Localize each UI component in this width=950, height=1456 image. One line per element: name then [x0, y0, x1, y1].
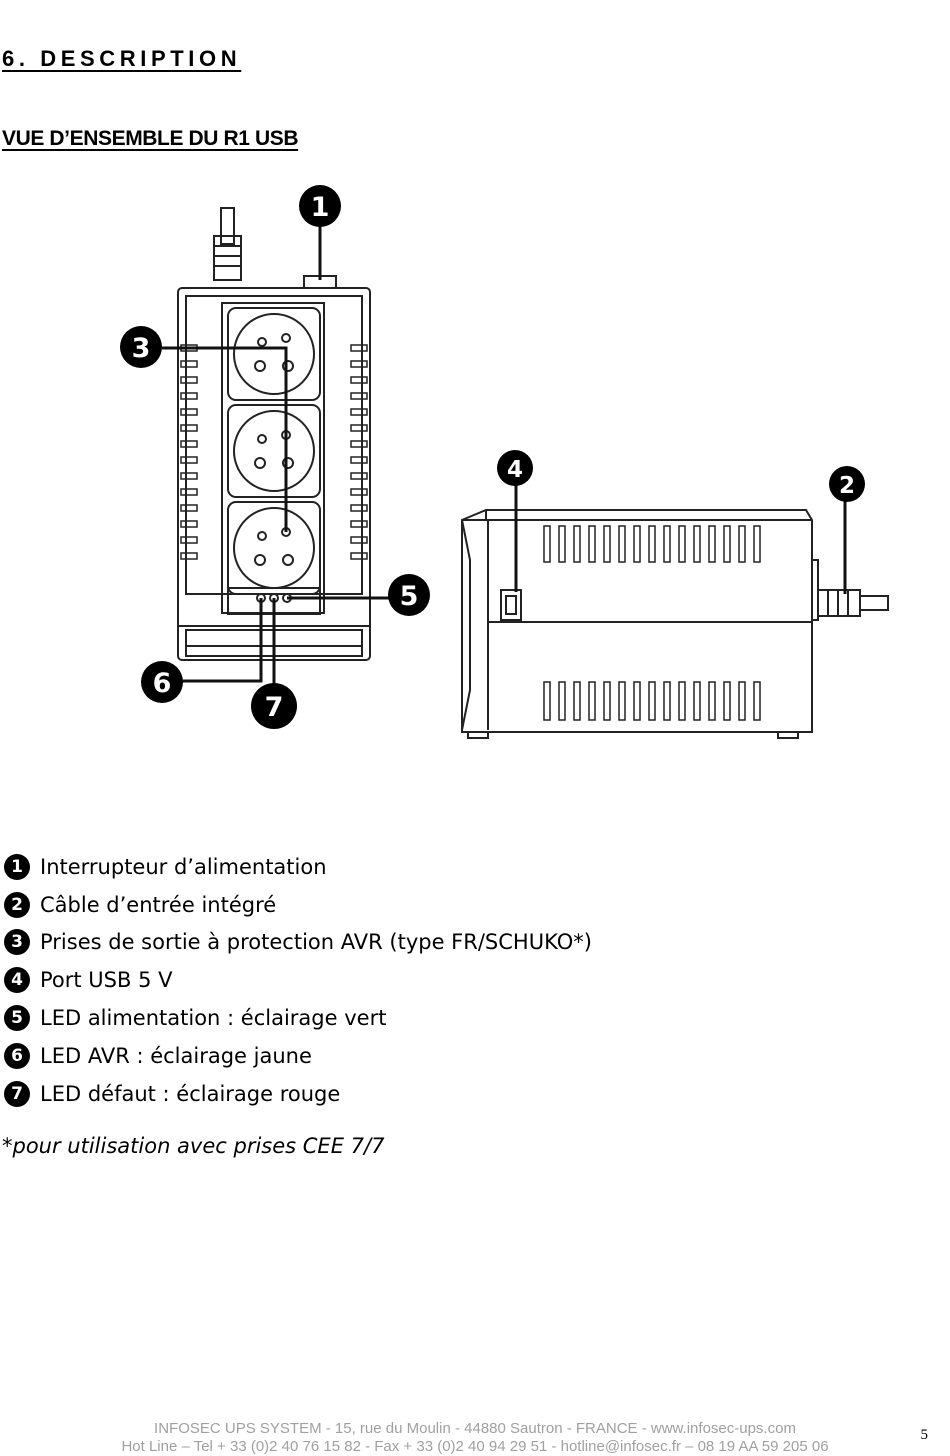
outlet-2 [227, 404, 321, 498]
footnote: *pour utilisation avec prises CEE 7/7 [2, 1134, 385, 1158]
callout-3 [120, 326, 162, 368]
legend-text: Câble d’entrée intégré [40, 892, 277, 917]
legend-number: 5 [4, 1005, 30, 1032]
legend-number: 7 [4, 1080, 30, 1107]
legend-text: LED défaut : éclairage rouge [40, 1081, 341, 1106]
callout-3-label: 3 [132, 333, 151, 364]
device-illustration: 1 2 3 4 5 6 7 [120, 185, 889, 739]
callout-4 [497, 450, 533, 486]
side-vents-bottom [543, 681, 761, 721]
legend-number: 3 [4, 929, 30, 956]
legend-item: 7 LED défaut : éclairage rouge [4, 1075, 592, 1113]
callout-1-label: 1 [311, 192, 330, 223]
section-title: 6. DESCRIPTION [2, 46, 242, 71]
legend-item: 1 Interrupteur d’alimentation [4, 848, 592, 886]
callout-5-label: 5 [400, 581, 419, 612]
legend-item: 4 Port USB 5 V [4, 961, 592, 999]
legend-item: 5 LED alimentation : éclairage vert [4, 999, 592, 1037]
footer-address: INFOSEC UPS SYSTEM - 15, rue du Moulin -… [154, 1420, 796, 1437]
side-vents-top [543, 525, 761, 563]
front-vents-right [350, 344, 368, 560]
side-view [461, 509, 889, 739]
callout-2-label: 2 [839, 473, 855, 499]
legend-number: 4 [4, 967, 30, 994]
callout-6 [141, 661, 183, 703]
legend-text: Port USB 5 V [40, 968, 173, 993]
page-number: 5 [920, 1427, 929, 1443]
callout-5 [388, 574, 430, 616]
callout-6-label: 6 [153, 668, 172, 699]
footer-contact: Hot Line – Tel + 33 (0)2 40 76 15 82 - F… [121, 1438, 829, 1455]
leader-lines [162, 222, 847, 690]
legend-text: LED AVR : éclairage jaune [40, 1043, 312, 1068]
subsection-title: VUE D’ENSEMBLE DU R1 USB [2, 127, 299, 150]
legend-number: 1 [4, 853, 30, 880]
callout-4-label: 4 [507, 457, 523, 483]
front-view [177, 207, 371, 661]
callout-1 [299, 185, 341, 227]
outlet-3 [227, 501, 321, 595]
legend-item: 6 LED AVR : éclairage jaune [4, 1037, 592, 1075]
outlet-1 [227, 307, 321, 401]
callout-2 [829, 466, 865, 502]
legend-item: 3 Prises de sortie à protection AVR (type… [4, 924, 592, 962]
page-footer: INFOSEC UPS SYSTEM - 15, rue du Moulin -… [0, 1420, 950, 1456]
legend-text: LED alimentation : éclairage vert [40, 1006, 387, 1031]
legend-list: 1 Interrupteur d’alimentation 2 Câble d’en… [4, 848, 592, 1113]
callouts: 1 2 3 4 5 6 7 [120, 185, 865, 729]
callout-7 [251, 683, 297, 729]
callout-7-label: 7 [265, 692, 284, 723]
legend-text: Interrupteur d’alimentation [40, 854, 327, 879]
legend-number: 2 [4, 891, 30, 918]
legend-text: Prises de sortie à protection AVR (type … [40, 930, 592, 955]
legend-number: 6 [4, 1042, 30, 1069]
front-vents-left [180, 344, 198, 560]
legend-item: 2 Câble d’entrée intégré [4, 886, 592, 924]
